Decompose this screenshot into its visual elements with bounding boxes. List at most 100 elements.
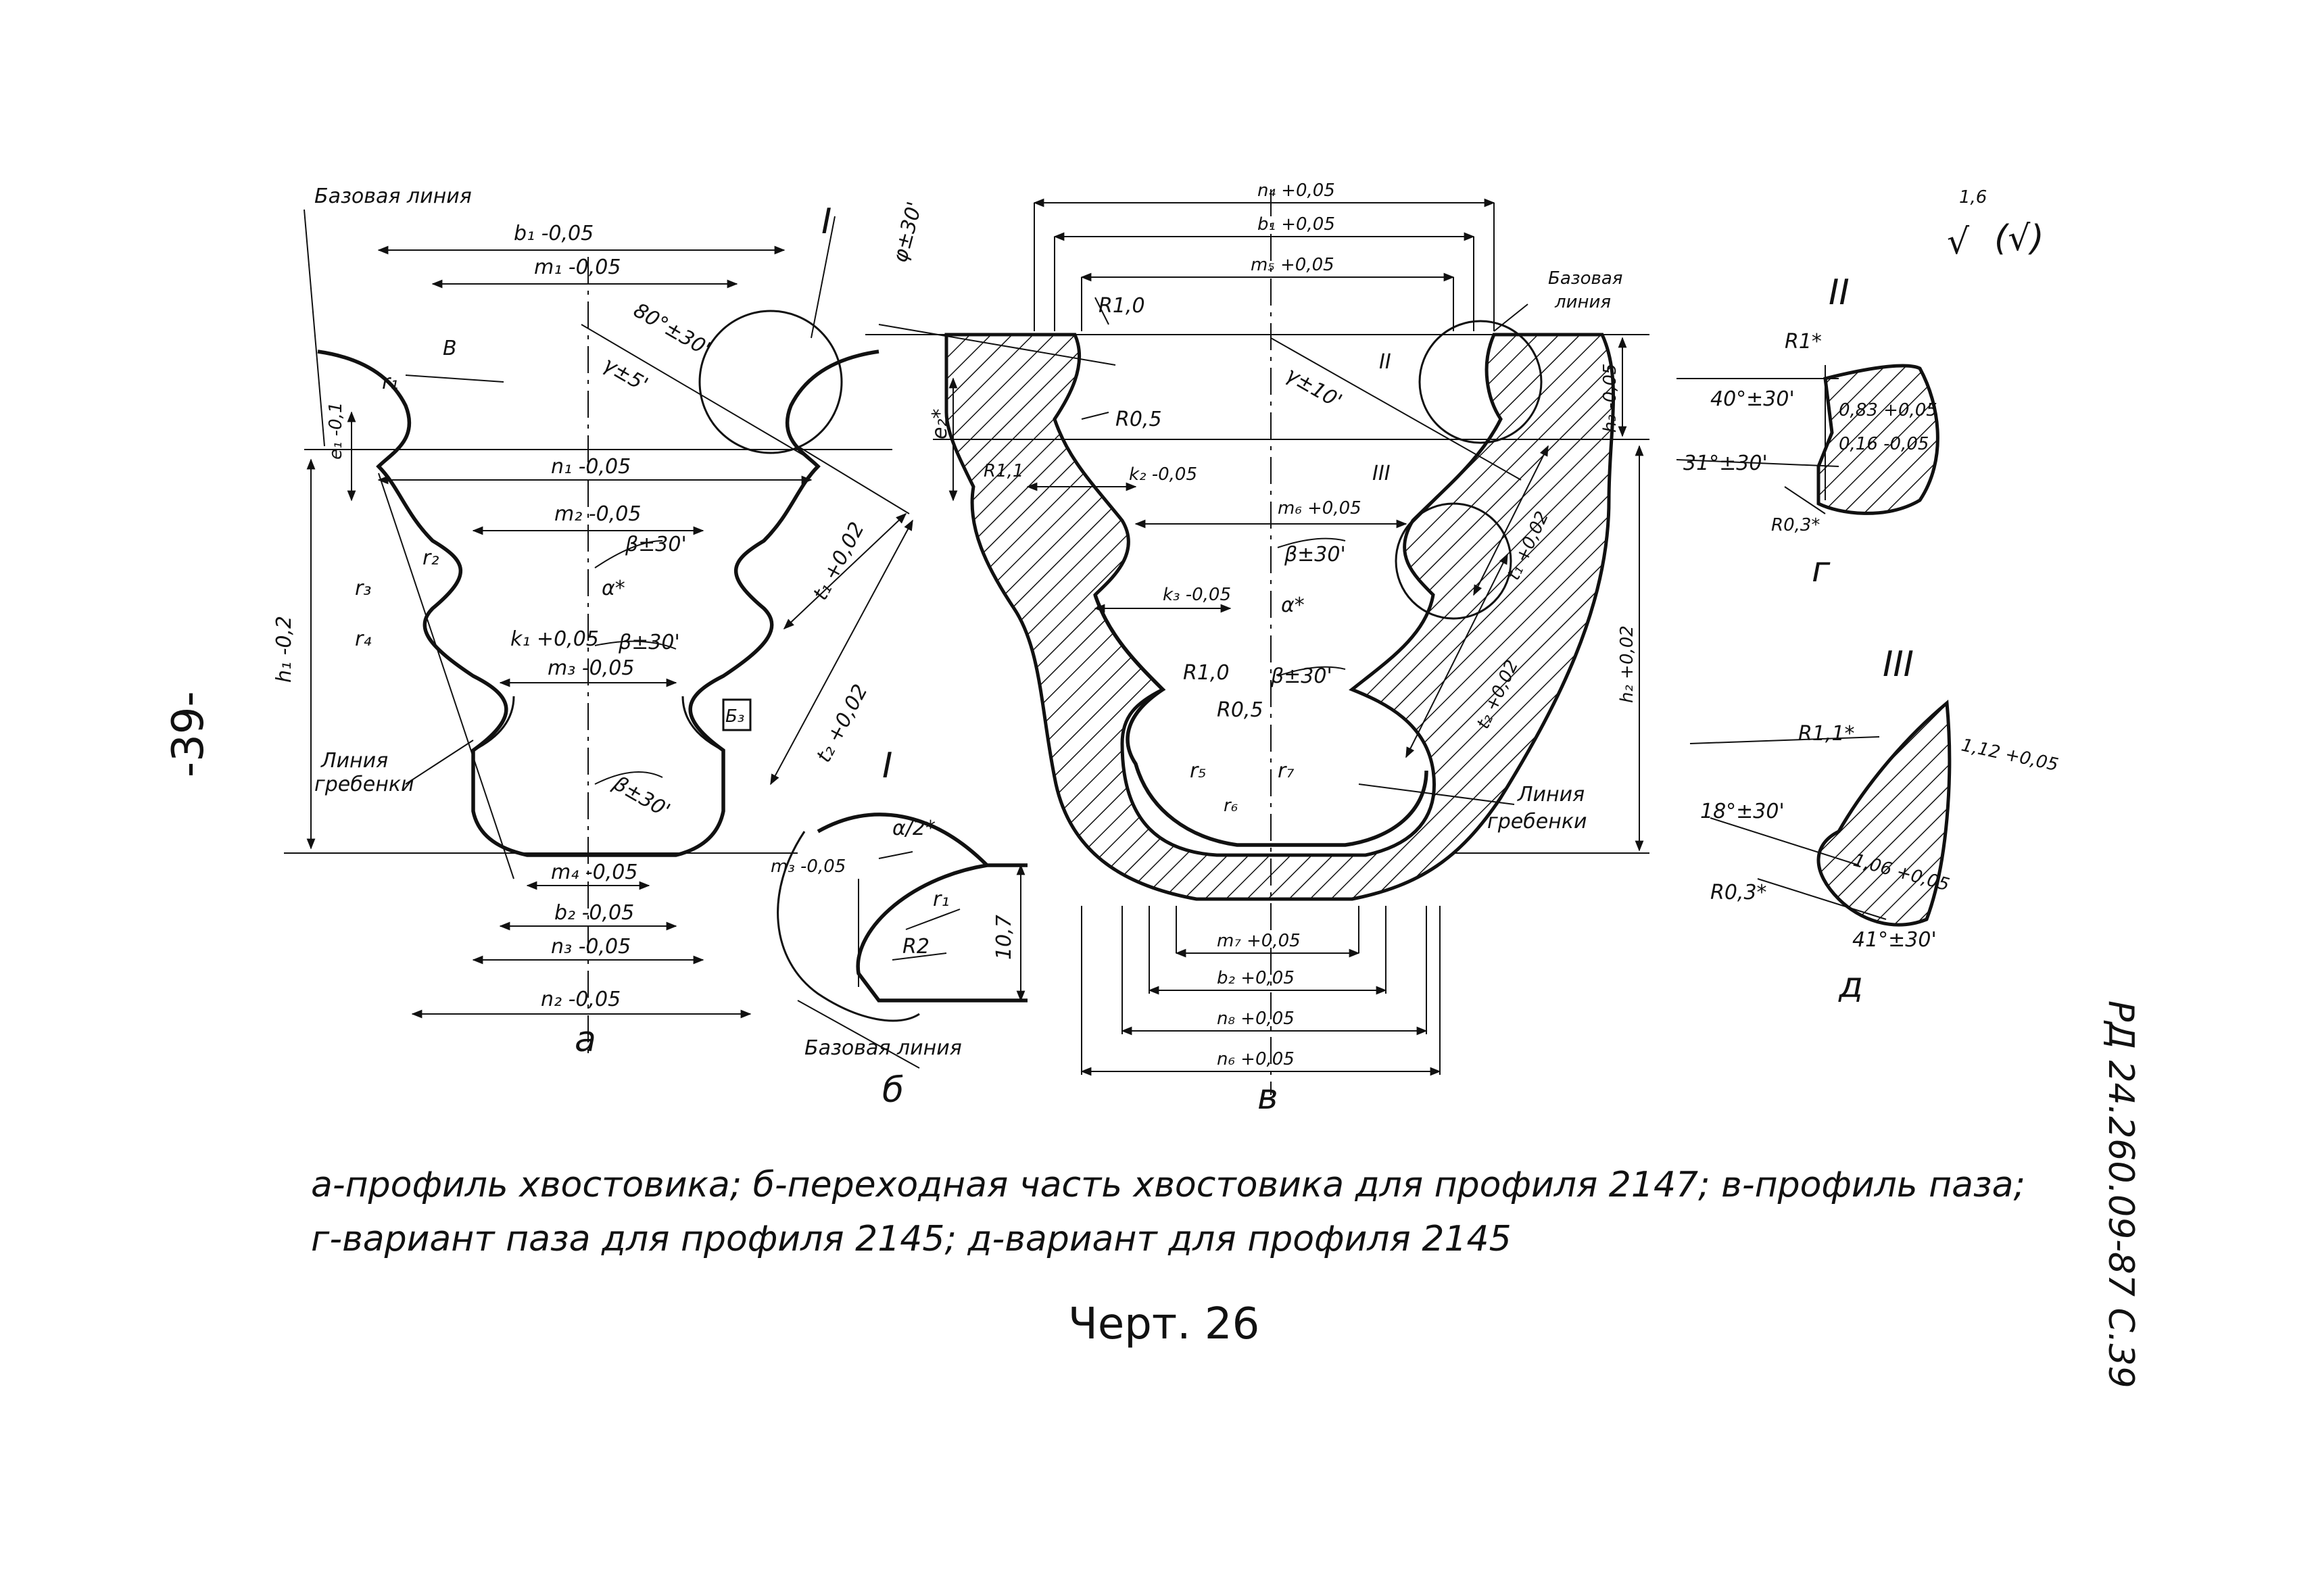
label-detail-III-d: III: [1883, 644, 1914, 685]
label-n3-a: n₃ -0,05: [551, 935, 631, 959]
ext-mid-d: [1710, 817, 1860, 866]
label-section-B: В: [443, 337, 457, 360]
leader-R10-top: [1094, 297, 1109, 325]
label-R05-low-v: R0,5: [1217, 698, 1263, 722]
roughness-mark: 1,6 √ (√): [1947, 187, 2044, 262]
label-r7-v: r₇: [1278, 759, 1294, 783]
label-r1-b: r₁: [933, 888, 949, 911]
label-n4-v: n₄ +0,05: [1257, 180, 1335, 201]
label-r2-a: r₂: [423, 546, 439, 570]
label-h1-a: h₁ -0,2: [272, 616, 296, 683]
label-alpha2-b: α/2*: [892, 817, 936, 840]
label-ang40-g: 40°±30': [1710, 387, 1795, 411]
label-m4-a: m₄ -0,05: [551, 861, 637, 884]
dim-ext-t: [797, 445, 910, 514]
leader-r1-b: [905, 909, 961, 930]
roughness-symbol: √: [1947, 222, 1970, 262]
label-R05-top-v: R0,5: [1115, 408, 1162, 431]
label-beta1-a: β±30': [625, 533, 687, 556]
angle-arc-beta-v2: [1277, 666, 1346, 677]
label-comb-line-a-2: гребенки: [314, 773, 414, 796]
detail-circle-III: [1395, 502, 1512, 620]
label-b1-a: b₁ -0,05: [514, 222, 594, 245]
label-016-g: 0,16 -0,05: [1839, 434, 1929, 454]
label-detail-III-v: III: [1372, 462, 1391, 485]
label-view-a: а: [575, 1019, 596, 1060]
label-base-line-a: Базовая линия: [314, 185, 472, 208]
b3-box: [722, 698, 752, 731]
roughness-extra: (√): [1994, 218, 2044, 259]
label-ang80-a: 80°±30': [629, 299, 715, 362]
angle-arc-beta1: [594, 540, 663, 569]
label-R03-g: R0,3*: [1771, 515, 1820, 535]
label-gamma-v: γ±10': [1282, 363, 1346, 414]
label-R10-low-v: R1,0: [1183, 661, 1230, 685]
label-t1-a: t₁ +0,02: [809, 518, 869, 604]
label-ang18-d: 18°±30': [1700, 800, 1785, 823]
label-k2-v: k₂ -0,05: [1129, 464, 1197, 485]
view-g-slot-variant: II R1* 40°±30' 0,83 +0,05 0,16 -0,05 31°…: [1676, 272, 1939, 590]
label-view-v: в: [1257, 1077, 1278, 1117]
label-R03-d: R0,3*: [1710, 881, 1767, 904]
dim-line-t2-v: [1405, 553, 1508, 758]
label-m6-v: m₆ +0,05: [1278, 498, 1361, 518]
detail-III-hatched: [1816, 700, 1952, 927]
leader-R05-top: [1081, 412, 1109, 420]
label-beta1-v: β±30': [1284, 543, 1346, 566]
tooth-fillet-right: [681, 696, 724, 752]
label-base-line-v-2: линия: [1554, 292, 1611, 312]
label-ang41-d: 41°±30': [1852, 928, 1937, 952]
label-R11-d: R1,1*: [1798, 722, 1855, 746]
angle-arc-beta3: [594, 771, 663, 785]
label-m3-a: m₃ -0,05: [548, 656, 634, 680]
label-n1-a: n₁ -0,05: [551, 455, 631, 479]
label-m1-a: m₁ -0,05: [534, 256, 621, 279]
label-R11-v: R1,1: [984, 461, 1023, 481]
label-112-d: 1,12 +0,05: [1960, 735, 2060, 776]
label-comb-line-v-2: гребенки: [1487, 810, 1587, 833]
angle-guide-left: [378, 473, 514, 879]
angle-arc-beta2: [594, 640, 677, 650]
label-beta2-v: β±30': [1270, 664, 1332, 688]
view-v-slot-profile: n₄ +0,05 b₁ +0,05 m₅ +0,05 φ±30' R1,0 R0…: [865, 180, 1649, 1117]
label-r3-a: r₃: [355, 577, 371, 600]
label-083-g: 0,83 +0,05: [1839, 400, 1937, 420]
label-comb-line-v-1: Линия: [1517, 783, 1585, 806]
ext-low-d: [1757, 878, 1887, 920]
leader-alpha2-b: [878, 851, 913, 859]
label-t2-a: t₂ +0,02: [812, 681, 873, 767]
view-d-slot-variant: III R1,1* 1,12 +0,05 18°±30' 1,06 +0,05 …: [1689, 644, 2060, 1006]
label-r4-a: r₄: [355, 627, 371, 651]
leader-I-a: [811, 216, 836, 339]
right-document-code: РД 24.260.09-87 С.39: [2100, 1000, 2141, 1388]
label-alpha-a: α*: [602, 577, 625, 600]
label-m5-v: m₅ +0,05: [1251, 255, 1334, 275]
label-detail-II-g: II: [1829, 272, 1850, 313]
label-m2-a: m₂ -0,05: [554, 502, 641, 526]
shank-outline: [317, 349, 879, 857]
label-alpha-v: α*: [1281, 594, 1305, 617]
angle-arc-beta-v1: [1277, 537, 1346, 548]
label-base-line-v-1: Базовая: [1548, 268, 1622, 289]
label-R10-top-v: R1,0: [1099, 294, 1145, 318]
label-R2-b: R2: [902, 935, 930, 959]
leader-base-line-v: [1493, 304, 1528, 332]
label-base-line-b: Базовая линия: [804, 1036, 962, 1060]
label-view-b: б: [882, 1070, 904, 1111]
label-detail-II-v: II: [1379, 350, 1391, 374]
view-b-transition-part: I α/2* m₃ -0,05 r₁ R2 10,7 Базовая линия…: [771, 746, 1028, 1111]
label-k3-v: k₃ -0,05: [1163, 585, 1231, 605]
angle-guide-gamma: [1270, 337, 1522, 481]
dim-line-t2: [770, 519, 913, 785]
leader-R03-g: [1784, 486, 1826, 514]
label-detail-I-b: I: [882, 746, 892, 786]
roughness-value: 1,6: [1959, 187, 1987, 208]
label-R1-g: R1*: [1785, 330, 1822, 354]
label-detail-I-a: I: [821, 201, 831, 242]
label-r5-v: r₅: [1190, 759, 1206, 783]
left-page-number: -39-: [164, 691, 214, 777]
label-b2-v: b₂ +0,05: [1217, 968, 1295, 988]
leader-comb-line-v: [1358, 783, 1515, 805]
label-e2-v: e₂*: [928, 409, 952, 439]
label-phi-v: φ±30': [888, 199, 927, 265]
